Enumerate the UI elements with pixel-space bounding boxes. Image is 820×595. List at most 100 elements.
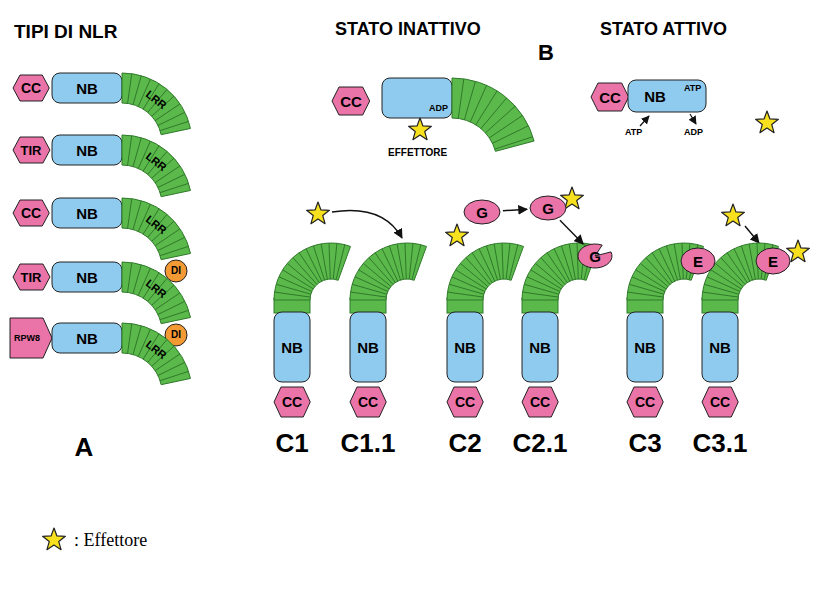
node-text: NB: [454, 340, 476, 355]
nb-domain: NB: [350, 312, 386, 382]
lrr-repeat: [128, 136, 132, 166]
lrr-repeat: [485, 106, 515, 133]
lrr-repeat: [470, 85, 486, 122]
lrr-repeat: [397, 244, 403, 279]
node-text: DI: [171, 330, 181, 340]
lrr-repeat: [524, 284, 559, 294]
annotation-label: B: [538, 42, 554, 64]
lrr-repeat: [749, 244, 755, 279]
lrr-repeat: [674, 244, 680, 279]
lrr-domain: LRR: [122, 73, 192, 143]
lrr-repeat: [375, 253, 395, 283]
node-outline: [52, 323, 122, 353]
node-outline: [350, 312, 386, 382]
lrr-repeat: [409, 243, 413, 279]
lrr-repeat: [547, 253, 567, 283]
lrr-repeat: [472, 253, 492, 283]
nb-domain: NB: [274, 312, 310, 382]
node-outline: [13, 75, 49, 101]
lrr-repeat: [333, 243, 337, 279]
node-text: DI: [171, 266, 181, 276]
annotation-label: ADP: [684, 128, 703, 137]
lrr-domain: LRR: [122, 135, 192, 205]
node-text: G: [476, 205, 488, 220]
lrr-repeat: [412, 245, 421, 280]
cc-domain: CC: [591, 83, 629, 111]
node-text: CC: [21, 206, 41, 220]
cc-domain: CC: [702, 387, 738, 417]
lrr-repeat: [481, 98, 507, 129]
node-outline: [52, 198, 122, 228]
blank-domain-box: [382, 78, 452, 118]
panel-label: C2: [448, 430, 481, 456]
node-text: G: [542, 201, 554, 216]
binding-arrow: [560, 220, 583, 244]
node-text: CC: [358, 395, 378, 409]
lrr-band: [122, 262, 190, 324]
node-outline: [464, 200, 500, 224]
nb-domain: NB: [702, 312, 738, 382]
di-domain: DI: [165, 260, 187, 282]
lrr-repeat: [160, 246, 189, 255]
annotation-label: ATP: [625, 128, 642, 137]
lrr-repeat: [329, 243, 330, 279]
node-text: TIR: [21, 144, 42, 157]
lrr-repeat: [133, 138, 141, 167]
lrr-repeat: [160, 371, 189, 380]
node-outline: [165, 260, 187, 282]
lrr-repeat: [160, 121, 189, 130]
legend: : Effettore: [40, 526, 147, 554]
lrr-repeat: [476, 91, 497, 125]
lrr-repeat: [128, 199, 132, 229]
cc-domain: CC: [447, 387, 483, 417]
node-outline: [52, 135, 122, 165]
nb-domain: NB: [522, 312, 558, 382]
node-outline: [10, 318, 52, 358]
lrr-domain: LRR: [122, 198, 192, 268]
node-outline: [578, 244, 612, 268]
node-outline: [332, 87, 370, 115]
node-outline: [628, 80, 706, 112]
cc-domain: CC: [522, 387, 558, 417]
tir-domain: TIR: [13, 264, 50, 290]
node-outline: [702, 387, 738, 417]
node-text: NB: [634, 340, 656, 355]
lrr-band: [122, 73, 190, 135]
node-text: NB: [76, 206, 98, 221]
guardee-protein: G: [464, 200, 500, 224]
node-outline: [702, 312, 738, 382]
node-text: NB: [76, 81, 98, 96]
node-outline: [274, 312, 310, 382]
lrr-repeat: [405, 243, 406, 279]
node-outline: [681, 248, 715, 274]
lrr-repeat: [128, 74, 132, 104]
cc-domain: CC: [332, 87, 370, 115]
lrr-repeat: [336, 245, 345, 280]
cc-domain: CC: [13, 200, 49, 226]
node-text: CC: [530, 395, 550, 409]
node-text: NB: [76, 331, 98, 346]
decoy-protein: E: [756, 248, 790, 274]
cc-domain: CC: [13, 75, 49, 101]
node-outline: [591, 83, 629, 111]
lrr-band: [452, 78, 534, 151]
node-outline: [627, 312, 663, 382]
node-text: CC: [21, 81, 41, 95]
lrr-repeat: [569, 244, 575, 279]
lrr-repeat: [133, 201, 141, 230]
binding-arrow: [745, 226, 759, 243]
binding-arrow: [332, 210, 402, 238]
node-text: E: [693, 254, 703, 269]
tir-domain: TIR: [13, 137, 50, 163]
guardee-protein: G: [530, 196, 566, 220]
annotation-label: TIPI DI NLR: [14, 22, 117, 41]
node-outline: [52, 73, 122, 103]
node-text: TIR: [21, 271, 42, 284]
lrr-repeat: [276, 284, 311, 294]
panel-label: C1: [275, 430, 308, 456]
legend-text: : Effettore: [74, 530, 147, 551]
node-outline: [522, 387, 558, 417]
node-outline: [13, 264, 50, 290]
lrr-repeat: [352, 284, 387, 294]
node-outline: [447, 312, 483, 382]
